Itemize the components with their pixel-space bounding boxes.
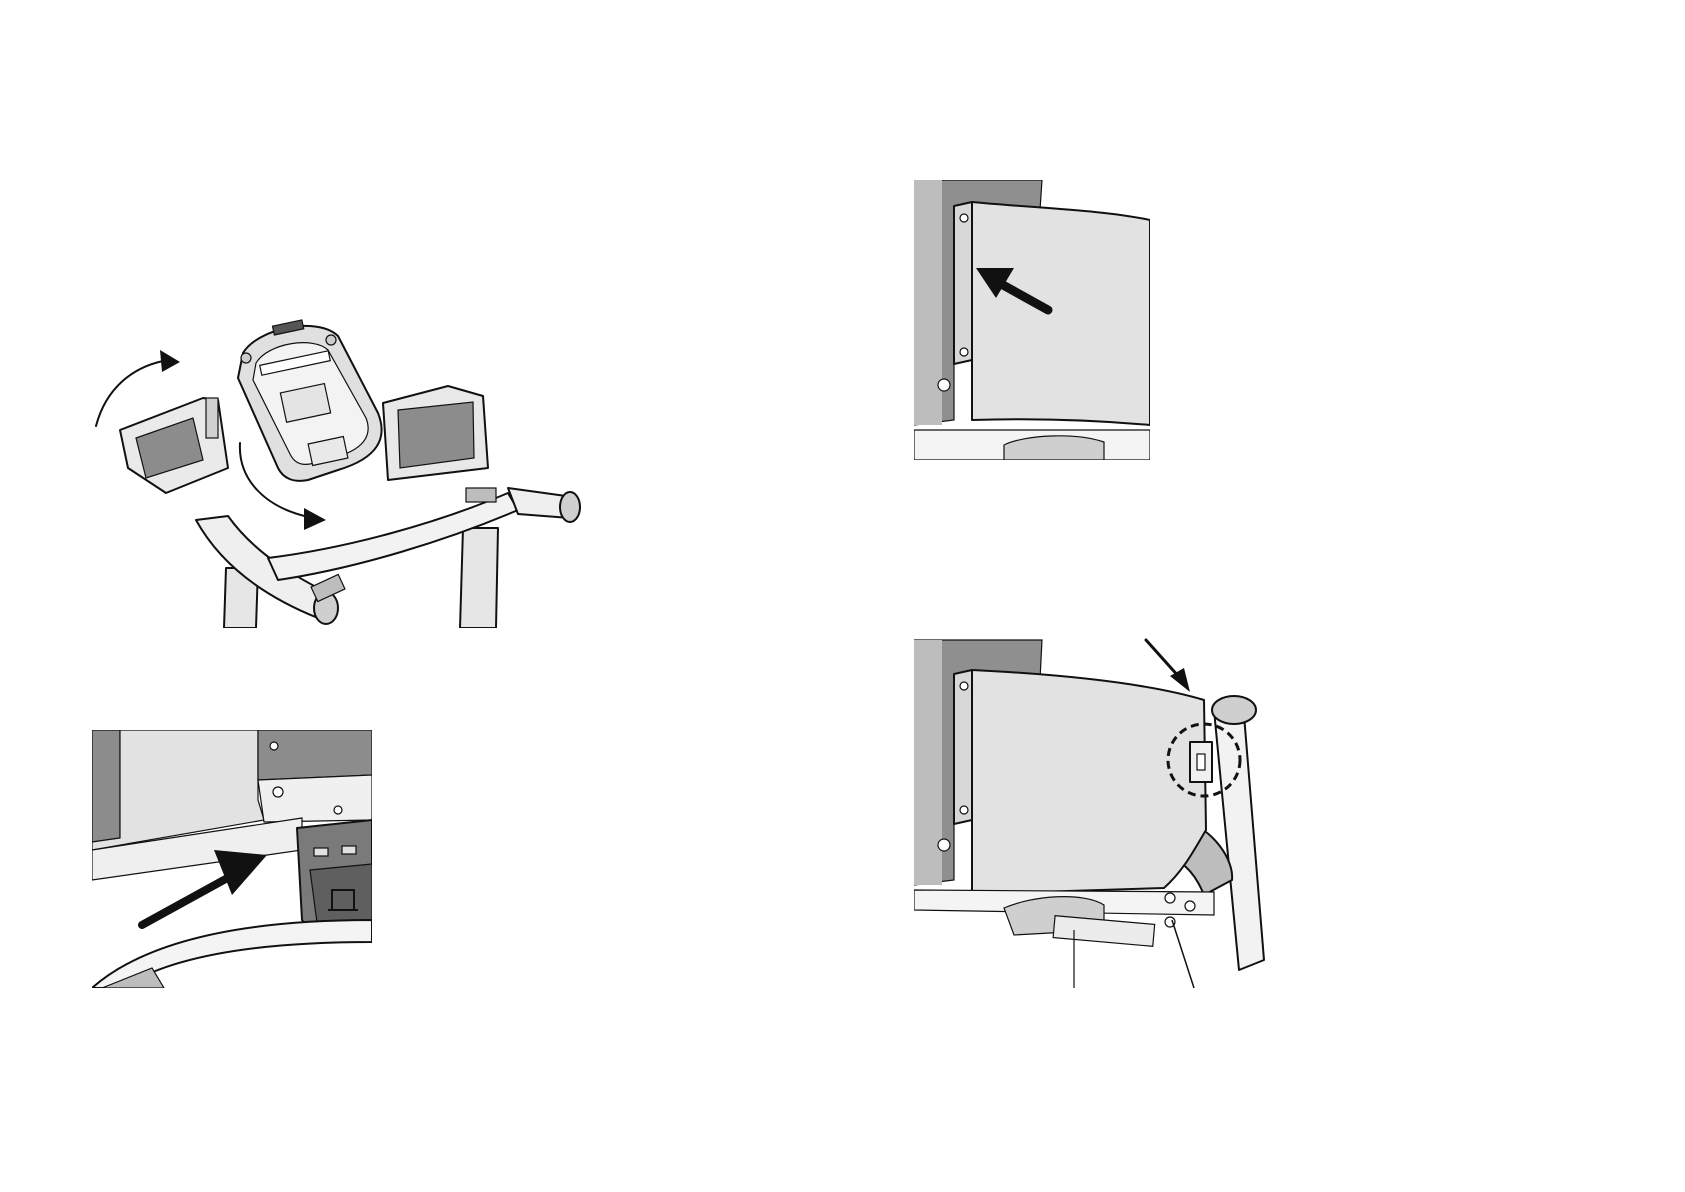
bracket-bolt-1: [1165, 893, 1175, 903]
right-cover-attachment-illustration: [914, 630, 1300, 988]
frame-screw: [938, 839, 950, 851]
left-cover-attachment-illustration: [914, 180, 1150, 460]
console-knob-left: [241, 353, 251, 363]
frame-screw: [938, 379, 950, 391]
console-assembly-illustration: [88, 318, 608, 628]
mount-plate: [258, 730, 372, 780]
plate-screw-1: [270, 742, 278, 750]
bracket-screw-bottom: [960, 806, 968, 814]
cover-bracket: [954, 670, 972, 824]
mount-plate-lower: [258, 775, 372, 822]
bracket-screw-top: [960, 682, 968, 690]
cover-bracket: [954, 202, 972, 364]
right-upright: [460, 528, 498, 628]
rotate-arrow-lower-head: [304, 508, 326, 530]
cover-clip-slot: [1197, 754, 1205, 770]
grip-sensor-right: [466, 488, 496, 502]
right-handle-cap: [560, 492, 580, 522]
plate-screw-2: [273, 787, 283, 797]
left-cover-bracket: [206, 398, 218, 438]
plate-screw-3: [334, 806, 342, 814]
console-knob-right: [326, 335, 336, 345]
console-cover-panel: [972, 670, 1206, 894]
connector-latch-2: [342, 846, 356, 854]
left-panel: [92, 730, 120, 842]
bracket-screw-bottom: [960, 348, 968, 356]
bracket-screw-top: [960, 214, 968, 222]
console-cover-panel: [972, 202, 1150, 425]
rotate-arrow-upper-head: [160, 350, 180, 372]
base-foot: [1004, 436, 1104, 460]
upright-cap: [1212, 696, 1256, 724]
connector-plug-illustration: [92, 730, 372, 988]
upright-frame-inner: [914, 180, 942, 425]
bracket-bolt-2: [1185, 901, 1195, 911]
upright-frame-inner: [914, 640, 942, 885]
connector-latch-1: [314, 848, 328, 856]
right-wing-pad: [398, 402, 474, 468]
